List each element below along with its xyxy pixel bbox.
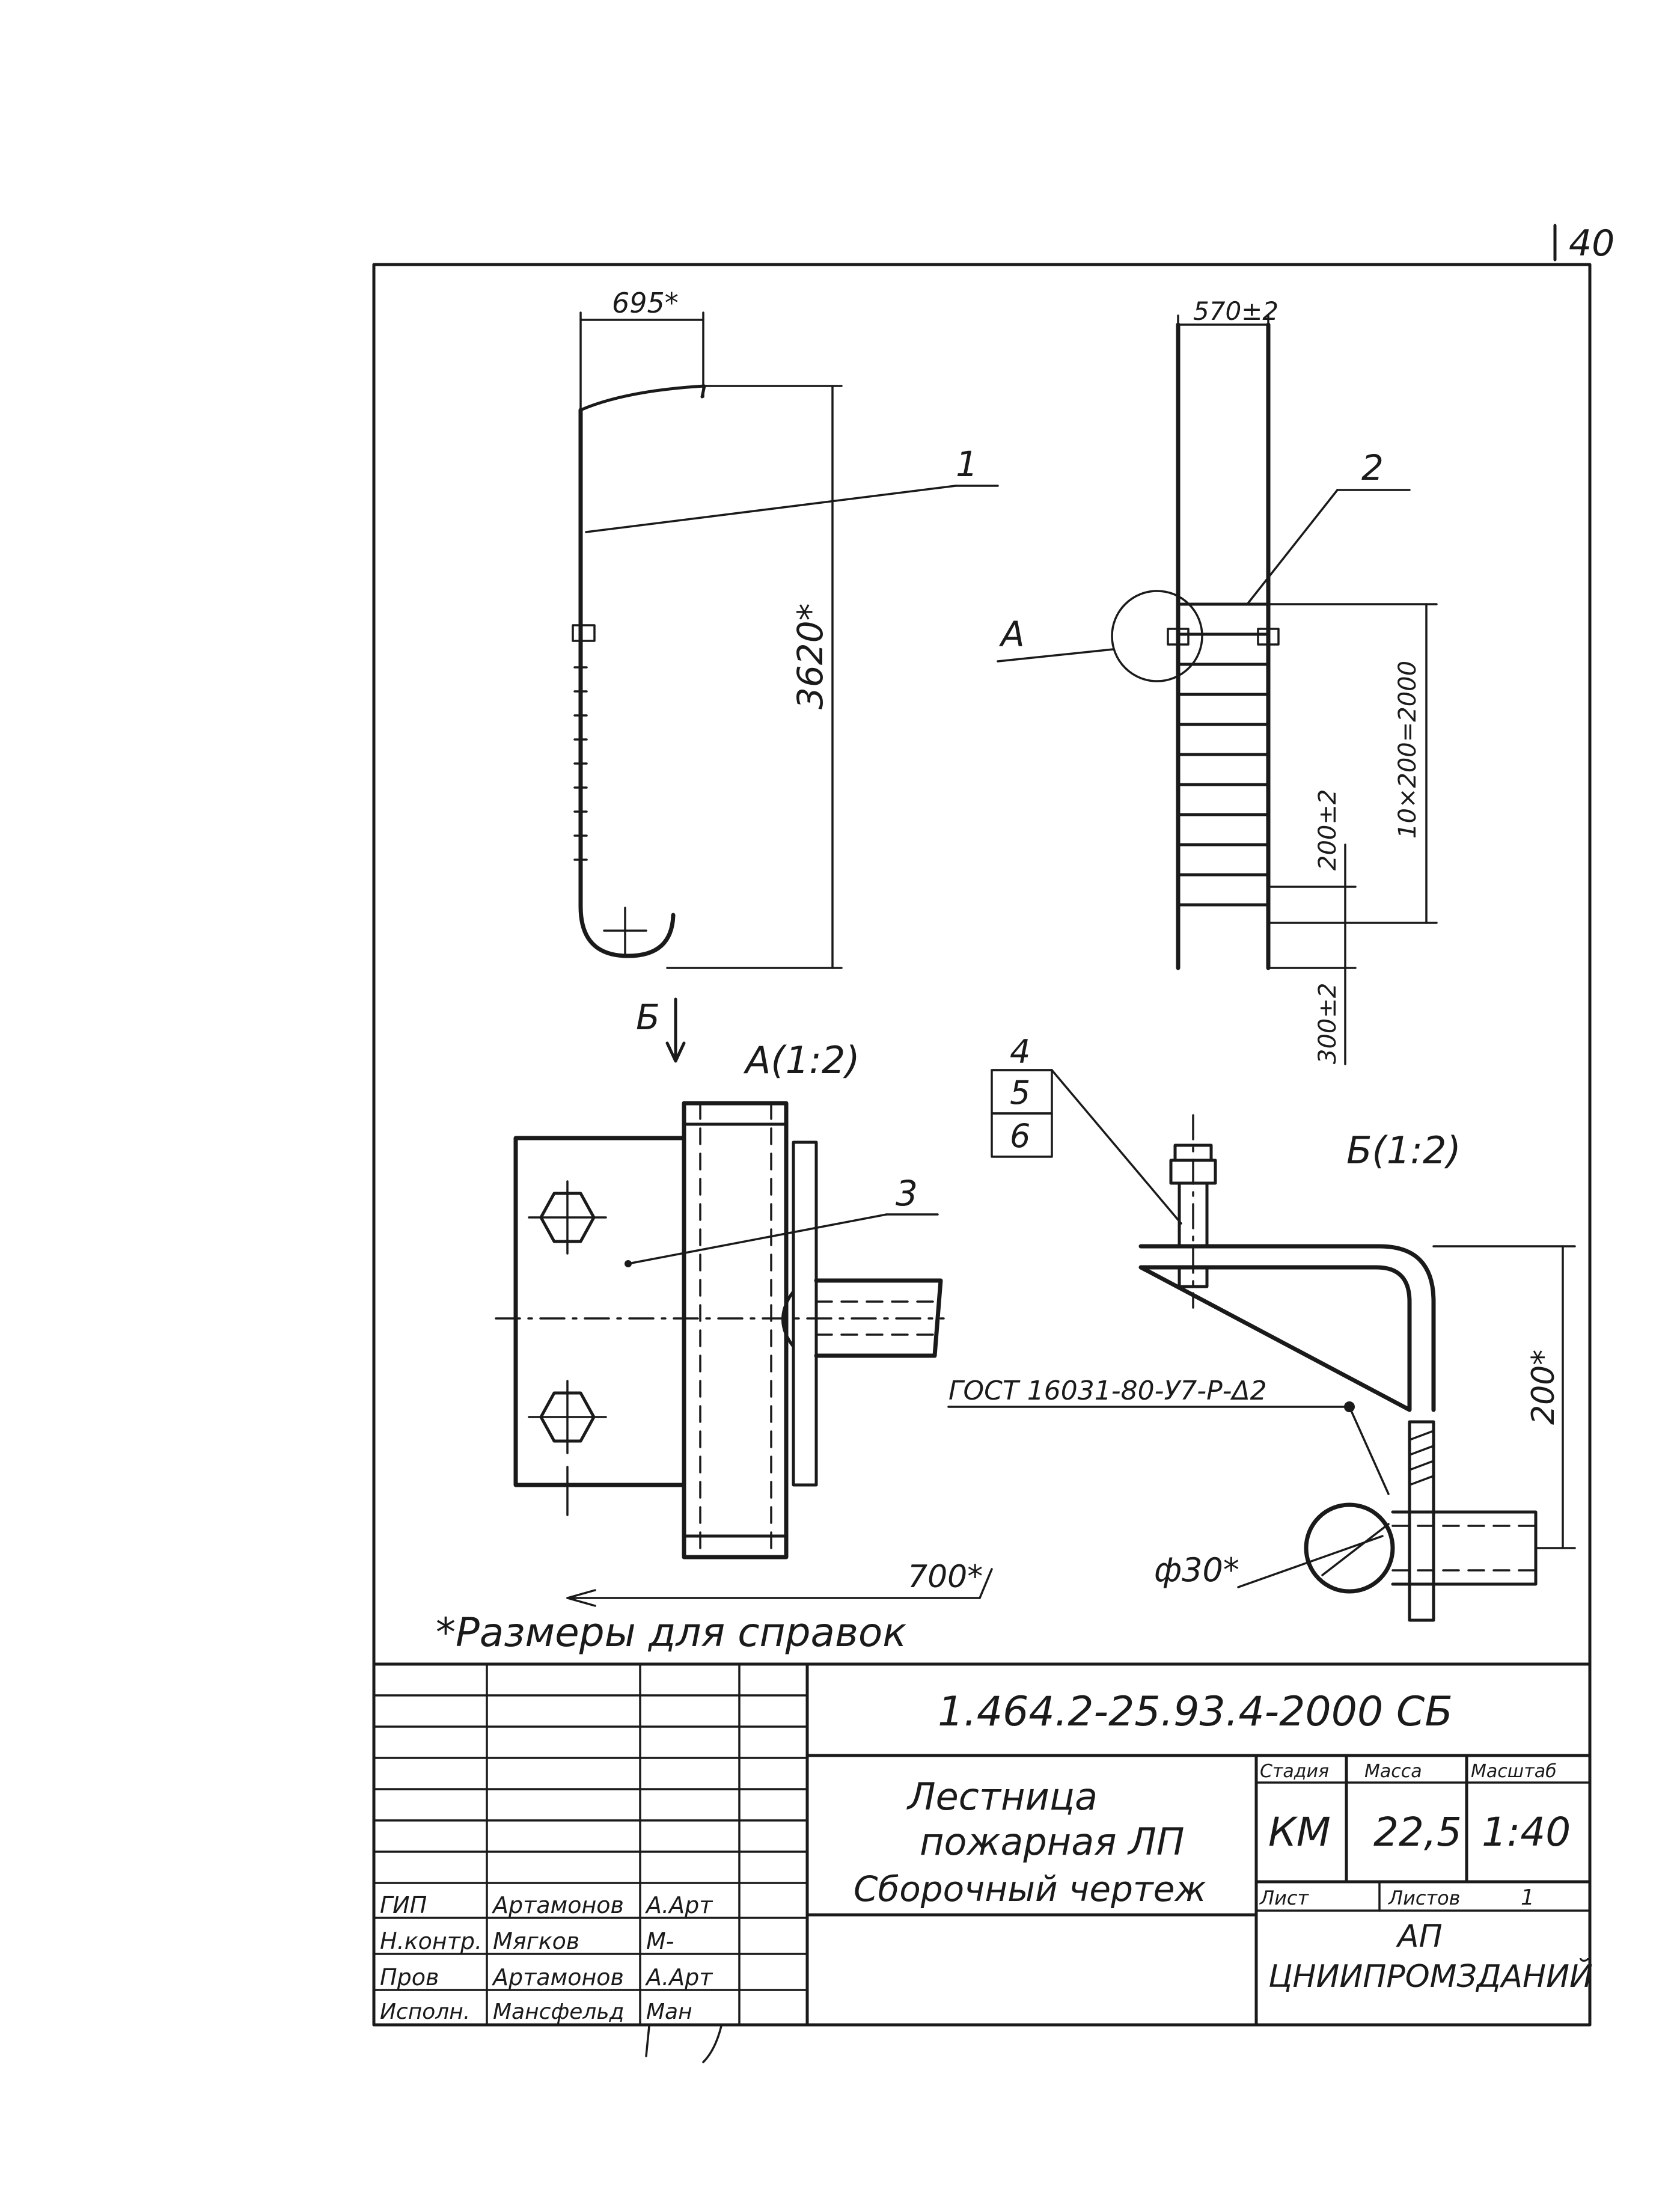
detail-a: А(1:2) 3 bbox=[495, 1038, 993, 1607]
signature-scribble bbox=[645, 2025, 722, 2063]
dim-bottom: 300±2 bbox=[1314, 983, 1342, 1064]
dim-span: 10×200=2000 bbox=[1394, 661, 1422, 839]
sheet-label: Лист bbox=[1259, 1887, 1309, 1909]
bar-lower bbox=[1408, 1420, 1435, 1622]
rung-ticks bbox=[573, 666, 588, 861]
hex-bolt-top bbox=[528, 1180, 607, 1255]
leader-3-line bbox=[627, 1213, 888, 1265]
stage-header: Стадия bbox=[1260, 1761, 1329, 1782]
page-number: 40 bbox=[1569, 222, 1614, 265]
ladder-stringer bbox=[578, 408, 676, 958]
clamp-strip bbox=[792, 1140, 818, 1487]
dim-step: 200±2 bbox=[1314, 789, 1342, 871]
mass-header: Масса bbox=[1364, 1761, 1422, 1782]
main-view: 695* 3620* 1 bbox=[572, 287, 999, 969]
ladder-top-hook bbox=[579, 384, 706, 412]
dim-570: 570±2 bbox=[1193, 296, 1278, 326]
side-view: A 2 570±2 10×200=2000 200±2 300±2 bbox=[997, 296, 1438, 1065]
sig-sign-1: А.Арт bbox=[644, 1892, 713, 1918]
dim-dia: ф30* bbox=[1154, 1551, 1239, 1589]
parts-leader bbox=[1051, 1069, 1182, 1225]
bent-bar bbox=[1138, 1244, 1436, 1412]
mounting-plate bbox=[513, 1136, 686, 1487]
sig-name-3: Артамонов bbox=[491, 1964, 624, 1991]
title-line-2: пожарная ЛП bbox=[920, 1820, 1184, 1864]
part-6: 6 bbox=[1010, 1117, 1030, 1155]
weld-bead bbox=[781, 1290, 795, 1348]
detail-b-title: Б(1:2) bbox=[1346, 1128, 1461, 1172]
sig-sign-2: М- bbox=[646, 1928, 674, 1954]
title-block-frame bbox=[372, 1662, 1592, 2027]
leader-1: 1 bbox=[956, 444, 978, 485]
callout-a-leader bbox=[997, 648, 1114, 663]
leader-3: 3 bbox=[896, 1173, 918, 1214]
ladder-rungs bbox=[1176, 602, 1270, 907]
dim-695: 695* bbox=[612, 287, 679, 319]
section-arrow-label: Б bbox=[636, 997, 660, 1038]
dim-700: 700* bbox=[908, 1559, 983, 1595]
sig-role-3: Пров bbox=[380, 1964, 439, 1991]
dim-dia-line bbox=[1237, 1535, 1384, 1588]
center-mark bbox=[603, 907, 647, 955]
section-arrow: Б bbox=[636, 997, 686, 1063]
parts-stack bbox=[991, 1069, 1053, 1158]
callout-a-label: A bbox=[998, 614, 1025, 655]
dim-3620: 3620* bbox=[790, 603, 831, 709]
sig-role-2: Н.контр. bbox=[380, 1928, 482, 1954]
sig-name-1: Артамонов bbox=[491, 1892, 624, 1918]
rung-stub bbox=[814, 1278, 943, 1358]
callout-circle-a bbox=[1111, 590, 1203, 682]
leader-2: 2 bbox=[1361, 447, 1384, 488]
doc-code: 1.464.2-25.93.4-2000 СБ bbox=[938, 1688, 1453, 1736]
part-4: 4 bbox=[1010, 1033, 1030, 1071]
mass-value: 22,5 bbox=[1373, 1809, 1462, 1855]
sig-sign-4: Ман bbox=[646, 2000, 692, 2024]
sig-name-4: Мансфельд bbox=[493, 2000, 625, 2024]
weld-note: ГОСТ 16031-80-У7-Р-Δ2 bbox=[948, 1376, 1267, 1406]
bracket-right bbox=[1257, 628, 1280, 646]
part-5: 5 bbox=[1010, 1074, 1030, 1112]
org-line-1: АП bbox=[1396, 1918, 1443, 1954]
dim-200: 200* bbox=[1526, 1350, 1562, 1425]
leader-2-line bbox=[1246, 489, 1339, 605]
scale-value: 1:40 bbox=[1482, 1809, 1571, 1855]
sig-name-2: Мягков bbox=[493, 1928, 579, 1954]
title-line-3: Сборочный чертеж bbox=[854, 1869, 1206, 1909]
scale-header: Масштаб bbox=[1471, 1761, 1557, 1782]
sig-role-1: ГИП bbox=[380, 1892, 427, 1918]
sig-role-4: Исполн. bbox=[380, 2000, 470, 2024]
sheets-count: 1 bbox=[1521, 1885, 1535, 1910]
tube-section bbox=[1304, 1502, 1395, 1594]
stage-value: КМ bbox=[1268, 1809, 1331, 1855]
bracket-mark bbox=[572, 624, 596, 642]
hex-bolt-bottom bbox=[528, 1380, 607, 1454]
tube-stub bbox=[1391, 1510, 1538, 1586]
detail-b: Б(1:2) 4 5 6 ГОСТ 16031-80-У7-Р-Δ2 bbox=[947, 1033, 1576, 1622]
reference-note: *Размеры для справок bbox=[436, 1609, 906, 1656]
detail-a-title: А(1:2) bbox=[743, 1038, 860, 1082]
sig-sign-3: А.Арт bbox=[644, 1964, 713, 1991]
title-line-1: Лестница bbox=[906, 1775, 1098, 1819]
sheets-label: Листов bbox=[1388, 1887, 1461, 1909]
bracket-left bbox=[1167, 628, 1190, 646]
title-block: ГИП Артамонов А.Арт Н.контр. Мягков М- П… bbox=[372, 1662, 1593, 2063]
leader-1-line bbox=[585, 485, 957, 533]
org-line-2: ЦНИИПРОМЗДАНИЙ bbox=[1268, 1958, 1593, 1995]
